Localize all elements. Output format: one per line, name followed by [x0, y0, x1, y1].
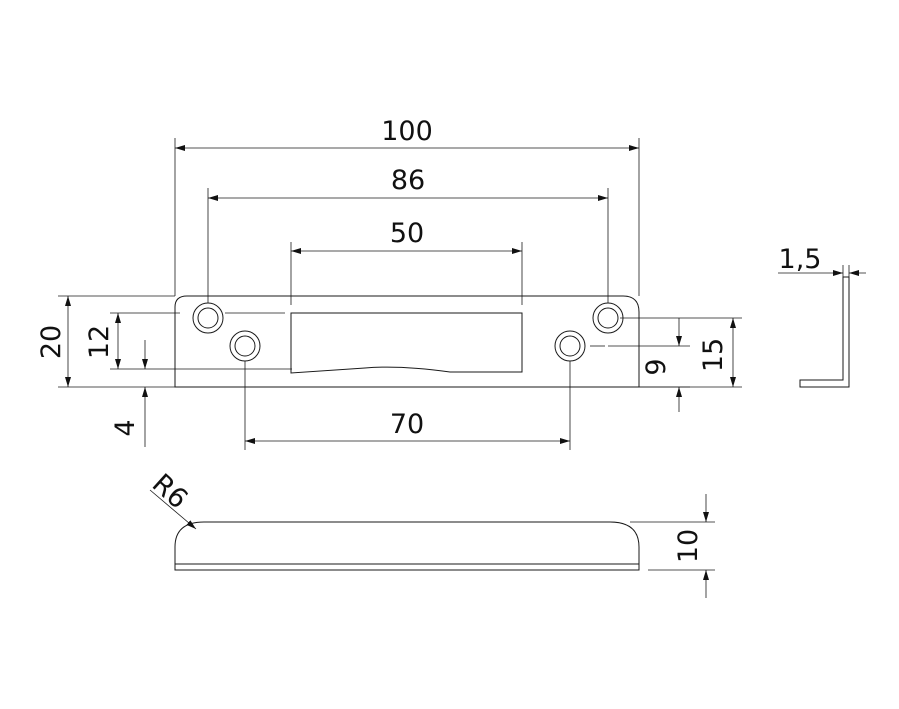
plate-outline: [174, 295, 640, 388]
hole-bottom-right: [554, 330, 586, 362]
label-plate-height: 20: [36, 325, 67, 359]
dimension-right-inner-hole-height: 9: [639, 318, 690, 412]
side-profile-view: [799, 276, 850, 388]
label-inner-hole-offset: 4: [110, 419, 141, 436]
label-right-outer-hole-height: 15: [698, 338, 729, 372]
strike-slot: [290, 312, 523, 374]
dimension-inner-hole-spacing: 70: [244, 361, 571, 450]
label-thickness: 1,5: [779, 244, 822, 275]
label-slot-length: 50: [390, 218, 424, 249]
hole-top-left: [192, 302, 224, 334]
label-inner-hole-spacing: 70: [390, 409, 424, 440]
dimension-thickness: 1,5: [778, 244, 866, 280]
edge-view: [174, 521, 640, 571]
label-right-inner-hole-height: 9: [641, 358, 672, 375]
profile-outline: [799, 276, 850, 388]
label-side-height: 10: [673, 529, 704, 563]
label-corner-radius: R6: [146, 468, 193, 515]
hole-top-right: [592, 302, 624, 334]
edge-outline: [174, 521, 640, 571]
dimension-outer-hole-offset: 12: [84, 312, 292, 370]
front-view: [174, 295, 690, 388]
dimension-outer-hole-spacing: 86: [207, 165, 609, 303]
label-total-length: 100: [381, 116, 433, 147]
dimension-slot-length: 50: [290, 218, 523, 305]
hole-bottom-left: [229, 330, 261, 362]
dimension-plate-height: 20: [36, 295, 175, 388]
dimension-corner-radius: R6: [146, 468, 197, 530]
dimension-right-outer-hole-height: 15: [639, 317, 742, 388]
dimension-total-length: 100: [174, 116, 640, 296]
dimension-inner-hole-offset: 4: [110, 340, 148, 447]
label-outer-hole-offset: 12: [84, 325, 115, 359]
dimension-side-height: 10: [630, 494, 715, 598]
label-outer-hole-spacing: 86: [391, 165, 425, 196]
